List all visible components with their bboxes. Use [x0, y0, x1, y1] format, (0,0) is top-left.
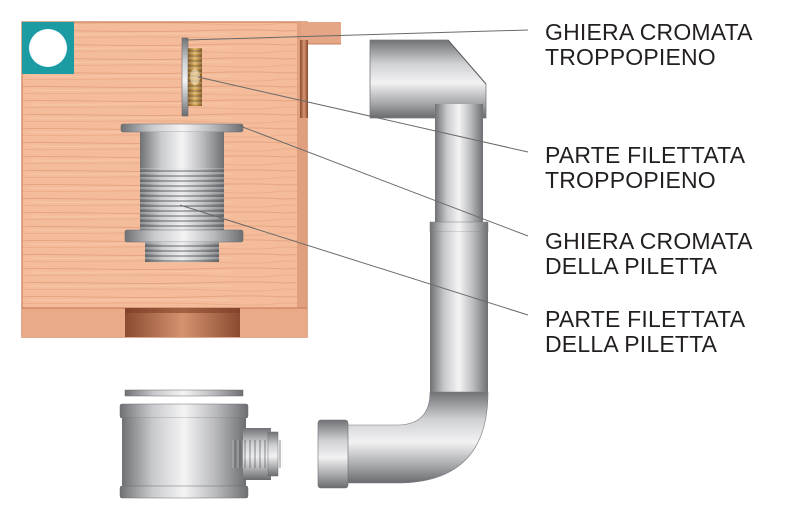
label-line: DELLA PILETTA — [545, 331, 718, 357]
label-overflow-threaded-part: PARTE FILETTATA TROPPOPIENO — [545, 143, 745, 193]
wooden-cabinet — [21, 21, 341, 338]
label-line: GHIERA CROMATA — [545, 19, 753, 45]
label-line: PARTE FILETTATA — [545, 306, 746, 332]
label-overflow-chrome-ring: GHIERA CROMATA TROPPOPIENO — [545, 20, 753, 70]
leader-line-2 — [197, 76, 529, 153]
drain-chrome-ring — [120, 123, 244, 133]
label-drain-chrome-ring: GHIERA CROMATA DELLA PILETTA — [545, 229, 753, 279]
overflow-pipe — [317, 39, 489, 489]
drain-body — [124, 132, 244, 262]
siphon-tee-fitting — [119, 389, 283, 499]
drain-threaded-part — [140, 168, 224, 230]
overflow-threaded-part — [188, 48, 202, 106]
label-line: GHIERA CROMATA — [545, 228, 753, 254]
overflow-wall-fitting — [300, 40, 308, 118]
label-line: TROPPOPIENO — [545, 167, 716, 193]
drain-lock-nut — [124, 229, 244, 243]
label-line: TROPPOPIENO — [545, 44, 716, 70]
circle-badge-icon — [22, 22, 74, 74]
leader-lines — [179, 29, 529, 316]
leader-line-4 — [179, 204, 529, 316]
overflow-chrome-ring — [181, 37, 189, 117]
leader-line-1 — [185, 29, 529, 41]
label-line: DELLA PILETTA — [545, 253, 718, 279]
leader-line-3 — [239, 125, 529, 237]
cabinet-top-edge — [301, 22, 341, 44]
shelf-drain-hole — [125, 308, 240, 337]
cabinet-right-edge — [297, 22, 307, 337]
label-drain-threaded-part: PARTE FILETTATA DELLA PILETTA — [545, 307, 745, 357]
label-line: PARTE FILETTATA — [545, 142, 746, 168]
